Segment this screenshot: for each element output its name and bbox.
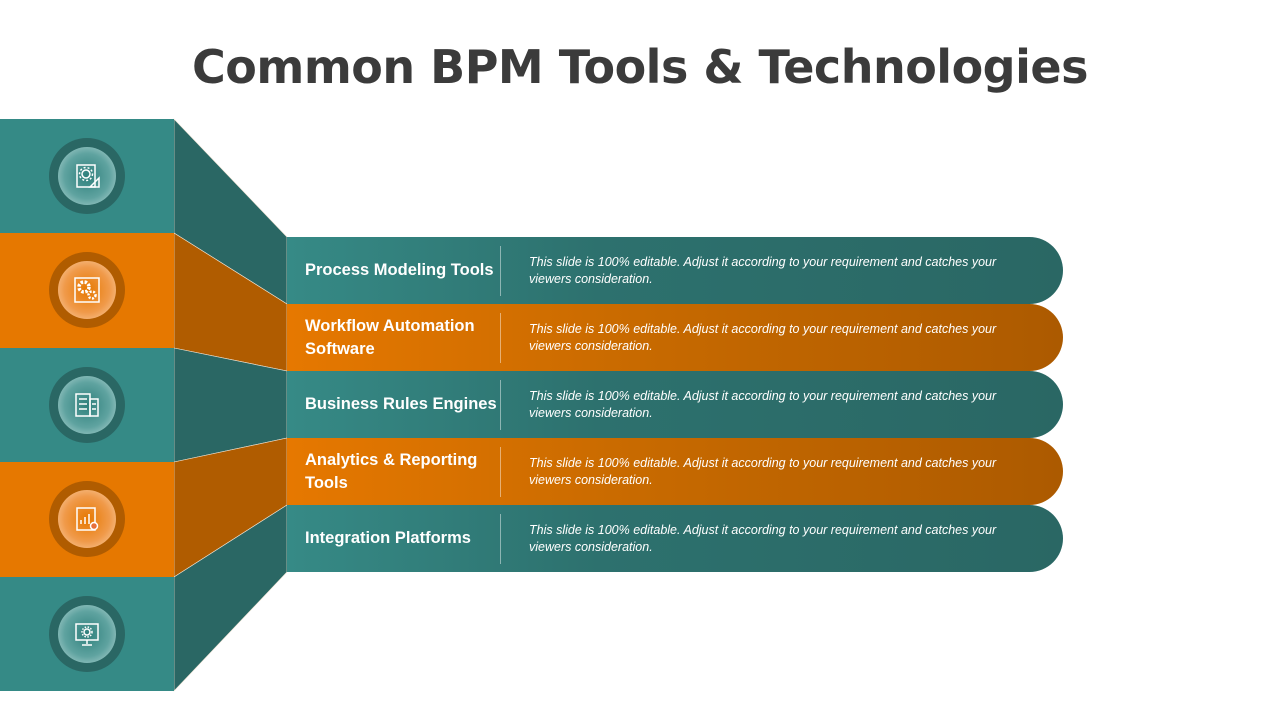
icon-block-3 [0, 348, 174, 463]
icon-block-1 [0, 119, 174, 234]
tool-bar-5: Integration Platforms This slide is 100% … [287, 505, 1063, 572]
tool-bar-1: Process Modeling Tools This slide is 100%… [287, 237, 1063, 304]
tool-title: Business Rules Engines [305, 395, 497, 413]
tool-bar-2: Workflow Automation Software This slide i… [287, 304, 1063, 371]
tool-title: Workflow Automation Software [305, 316, 475, 358]
tool-description: This slide is 100% editable. Adjust it a… [529, 388, 997, 420]
tool-bar-4: Analytics & Reporting Tools This slide is… [287, 438, 1063, 505]
monitor-settings-icon [58, 605, 116, 663]
tool-title: Integration Platforms [305, 529, 471, 547]
divider [500, 312, 501, 363]
tool-description: This slide is 100% editable. Adjust it a… [529, 455, 997, 487]
analytics-report-icon [58, 490, 116, 548]
checklist-document-icon [58, 376, 116, 434]
divider [500, 446, 501, 497]
tool-title: Analytics & Reporting Tools [305, 450, 478, 492]
divider [500, 379, 501, 430]
divider [500, 513, 501, 564]
tool-description: This slide is 100% editable. Adjust it a… [529, 522, 997, 554]
tool-description: This slide is 100% editable. Adjust it a… [529, 254, 997, 286]
gear-process-icon [58, 261, 116, 319]
icon-block-4 [0, 462, 174, 577]
icon-block-5 [0, 577, 174, 691]
connector-5 [173, 504, 288, 692]
tool-description: This slide is 100% editable. Adjust it a… [529, 321, 997, 353]
blueprint-gear-icon [58, 147, 116, 205]
icon-block-2 [0, 233, 174, 348]
page-title: Common BPM Tools & Technologies [192, 40, 1088, 94]
divider [500, 245, 501, 296]
tool-title: Process Modeling Tools [305, 261, 494, 279]
tool-bar-3: Business Rules Engines This slide is 100%… [287, 371, 1063, 438]
